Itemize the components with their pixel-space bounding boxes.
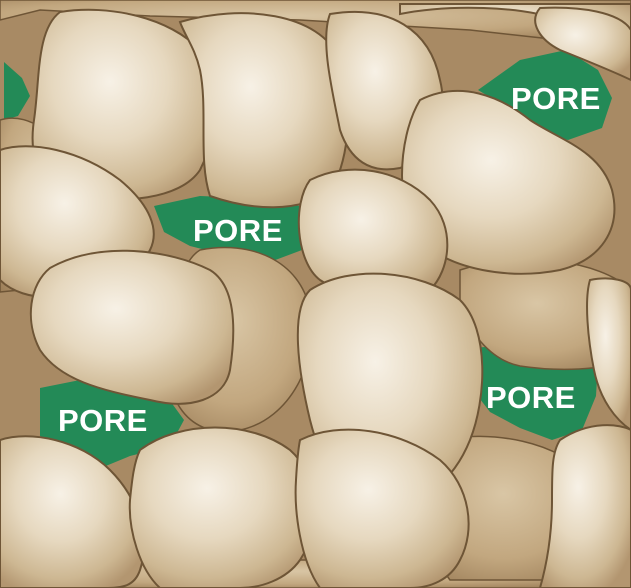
grain-bottom-center [130,428,314,588]
pore-label-center-left: PORE [193,213,283,248]
pore-label-top-right: PORE [511,81,601,116]
pore-label-lower-right: PORE [486,380,576,415]
pore-label-lower-left: PORE [58,403,148,438]
